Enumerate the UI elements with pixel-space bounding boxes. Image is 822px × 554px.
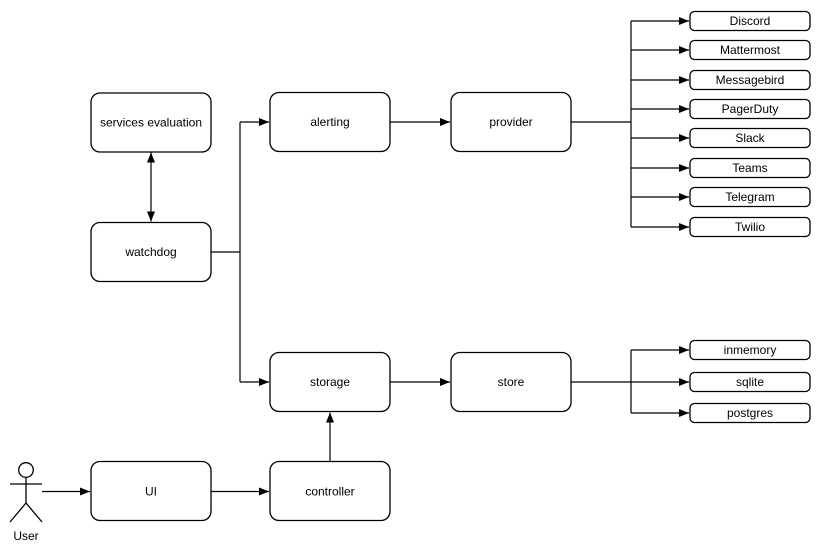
leaf-discord: Discord <box>689 10 811 32</box>
provider-leaves: Discord Mattermost Messagebird PagerDuty… <box>689 10 811 238</box>
node-controller: controller <box>269 460 391 522</box>
services-evaluation-label: services evaluation <box>100 116 202 130</box>
pagerduty-label: PagerDuty <box>722 102 779 116</box>
node-ui: UI <box>90 460 212 522</box>
controller-box <box>269 460 391 522</box>
node-services-evaluation: services evaluation <box>90 92 212 153</box>
leaf-pagerduty: PagerDuty <box>689 98 811 120</box>
actor-user: User <box>9 462 43 543</box>
storage-box <box>269 351 391 413</box>
controller-label: controller <box>305 485 354 499</box>
sqlite-box <box>689 371 811 393</box>
watchdog-label: watchdog <box>124 245 176 259</box>
telegram-box <box>689 186 811 208</box>
watchdog-box <box>90 221 212 283</box>
alerting-label: alerting <box>310 115 349 129</box>
provider-box <box>450 91 572 153</box>
discord-label: Discord <box>730 14 771 28</box>
provider-label: provider <box>489 115 532 129</box>
telegram-label: Telegram <box>725 190 774 204</box>
messagebird-label: Messagebird <box>716 73 785 87</box>
pagerduty-box <box>689 98 811 120</box>
leaf-teams: Teams <box>689 157 811 179</box>
twilio-label: Twilio <box>735 220 765 234</box>
alerting-box <box>269 91 391 153</box>
teams-box <box>689 157 811 179</box>
discord-box <box>689 10 811 32</box>
messagebird-box <box>689 69 811 91</box>
inmemory-box <box>689 339 811 361</box>
leaf-inmemory: inmemory <box>689 339 811 361</box>
leaf-postgres: postgres <box>689 402 811 424</box>
node-watchdog: watchdog <box>90 221 212 283</box>
postgres-label: postgres <box>727 406 773 420</box>
sqlite-label: sqlite <box>736 375 764 389</box>
postgres-box <box>689 402 811 424</box>
teams-label: Teams <box>732 161 767 175</box>
ui-box <box>90 460 212 522</box>
slack-box <box>689 127 811 149</box>
store-box <box>450 351 572 413</box>
edges <box>42 17 689 496</box>
mattermost-box <box>689 39 811 61</box>
mattermost-label: Mattermost <box>720 43 781 57</box>
ui-label: UI <box>145 485 157 499</box>
leaf-telegram: Telegram <box>689 186 811 208</box>
leaf-twilio: Twilio <box>689 216 811 238</box>
node-alerting: alerting <box>269 91 391 153</box>
node-store: store <box>450 351 572 413</box>
leaf-slack: Slack <box>689 127 811 149</box>
node-provider: provider <box>450 91 572 153</box>
twilio-box <box>689 216 811 238</box>
store-label: store <box>498 375 525 389</box>
node-storage: storage <box>269 351 391 413</box>
actor-leg-left <box>9 502 27 523</box>
storage-label: storage <box>310 375 350 389</box>
actor-user-label: User <box>13 529 38 543</box>
services-evaluation-box <box>90 92 212 153</box>
leaf-mattermost: Mattermost <box>689 39 811 61</box>
store-leaves: inmemory sqlite postgres <box>689 339 811 424</box>
actor-leg-right <box>25 502 43 523</box>
inmemory-label: inmemory <box>724 343 777 357</box>
leaf-messagebird: Messagebird <box>689 69 811 91</box>
leaf-sqlite: sqlite <box>689 371 811 393</box>
slack-label: Slack <box>735 131 765 145</box>
